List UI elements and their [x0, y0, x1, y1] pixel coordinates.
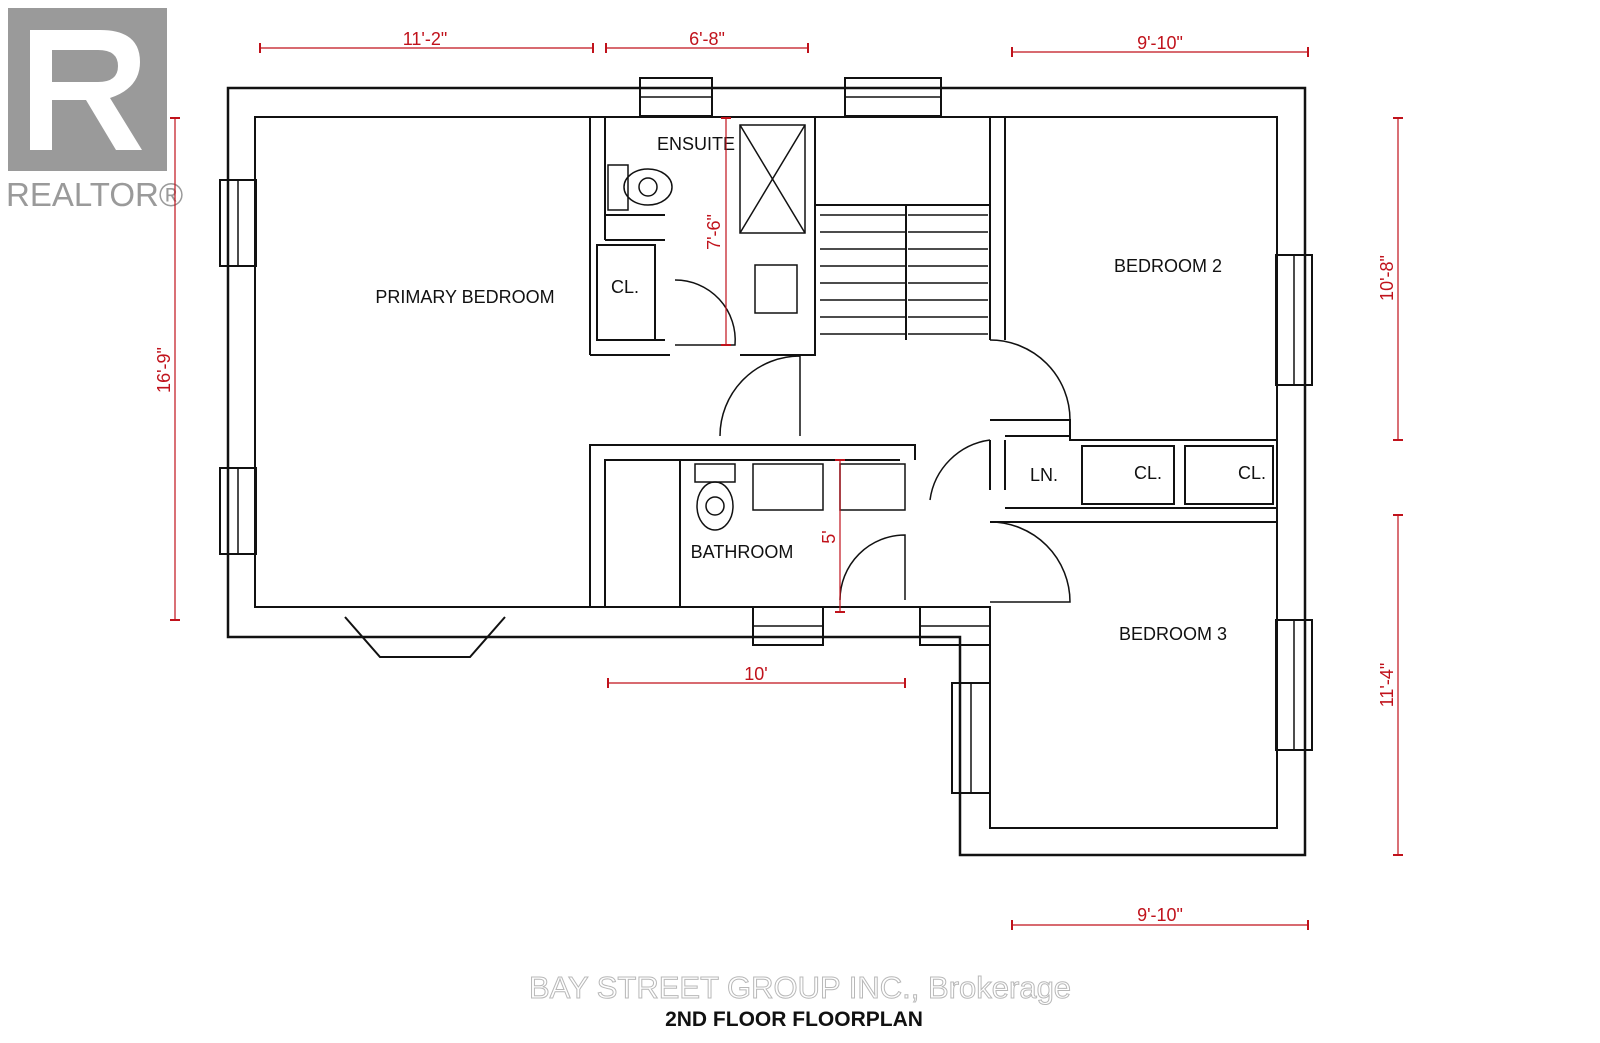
floorplan-caption: 2ND FLOOR FLOORPLAN	[665, 1008, 923, 1031]
dim-label-bathroom-width: 10'	[744, 664, 767, 684]
dim-label-bedroom3-length: 11'-4"	[1377, 663, 1397, 708]
room-label-ensuite: ENSUITE	[657, 134, 735, 154]
dim-label-bedroom3-width: 9'-10"	[1137, 905, 1183, 925]
dimension-lines	[170, 43, 1403, 930]
brokerage-watermark: BAY STREET GROUP INC., Brokerage	[529, 970, 1071, 1005]
dim-label-primary-width: 11'-2"	[403, 29, 448, 49]
dimension-labels: 11'-2" 6'-8" 9'-10" 16'-9" 7'-6" 10'-8" …	[154, 29, 1397, 925]
doors	[674, 279, 1071, 603]
dim-label-primary-length: 16'-9"	[154, 347, 174, 393]
dim-label-bedroom2-width: 9'-10"	[1137, 33, 1183, 53]
room-label-ensuite-closet: CL.	[611, 277, 639, 297]
room-label-bedroom-3: BEDROOM 3	[1119, 624, 1227, 644]
room-label-bedroom-2: BEDROOM 2	[1114, 256, 1222, 276]
realtor-r-logo-icon	[8, 8, 167, 171]
room-label-closet-a: CL.	[1134, 463, 1162, 483]
room-label-bathroom: BATHROOM	[691, 542, 794, 562]
realtor-logo: REALTOR®	[6, 8, 183, 213]
windows	[219, 77, 1313, 794]
realtor-logo-text: REALTOR®	[6, 176, 183, 213]
dim-label-ensuite-length: 7'-6"	[704, 214, 724, 250]
dim-label-bedroom2-length: 10'-8"	[1377, 255, 1397, 301]
interior-walls	[589, 117, 1277, 607]
room-label-primary-bedroom: PRIMARY BEDROOM	[375, 287, 554, 307]
room-labels: PRIMARY BEDROOM ENSUITE CL. BEDROOM 2 BE…	[375, 134, 1266, 644]
room-label-closet-b: CL.	[1238, 463, 1266, 483]
exterior-walls	[226, 86, 1307, 857]
dim-label-bathroom-length: 5'	[819, 530, 839, 543]
dim-label-ensuite-width: 6'-8"	[689, 29, 725, 49]
room-label-linen: LN.	[1030, 465, 1058, 485]
